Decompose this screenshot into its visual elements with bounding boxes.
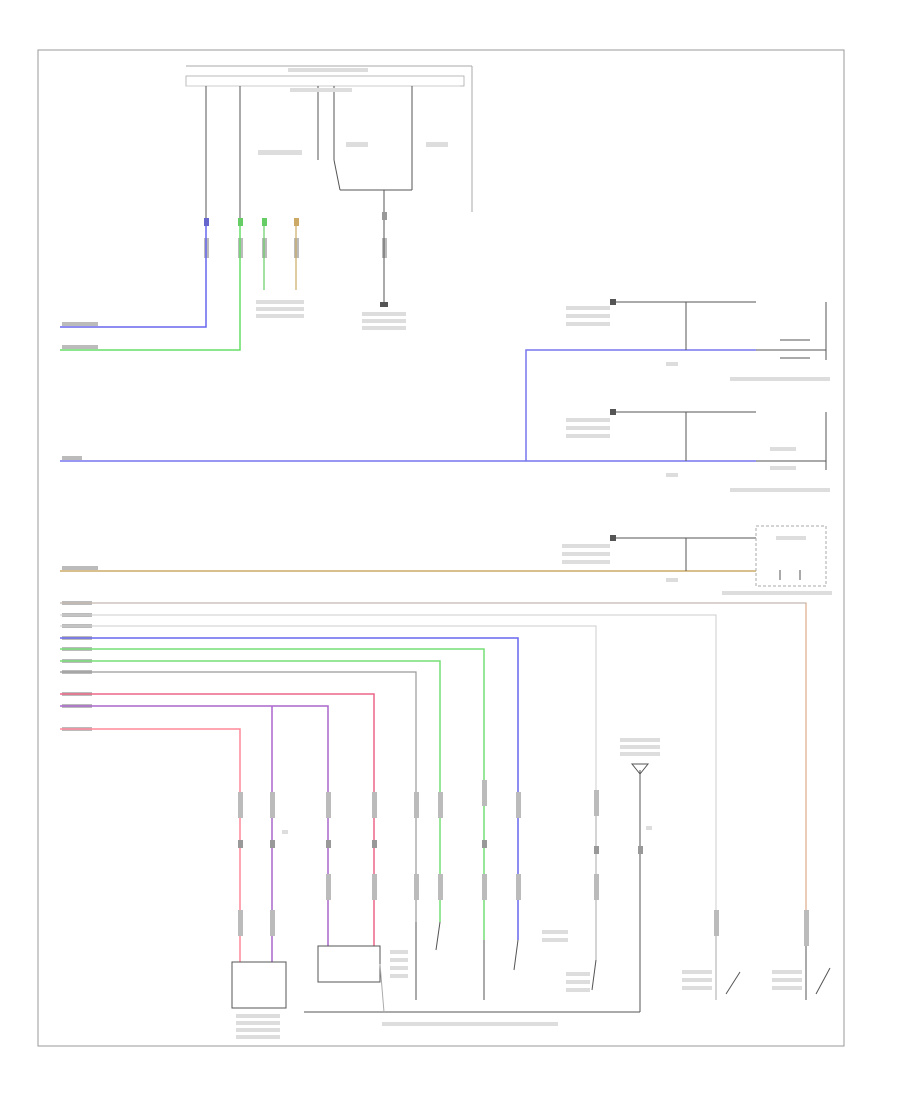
left-door-lock-actuator <box>566 409 830 492</box>
bottom-connectors <box>238 780 809 946</box>
bottom-wires <box>60 602 807 922</box>
left-pin-labels <box>62 322 98 731</box>
right-bottom-switches <box>682 936 831 1000</box>
diagram-frame <box>37 49 845 1047</box>
right-door-lock-actuator <box>566 299 830 381</box>
ground-symbol <box>620 738 660 775</box>
wire-blu <box>60 349 756 462</box>
driver-door-lock-motor <box>231 961 287 1039</box>
instrument-cluster <box>185 65 473 218</box>
liftgate-lock-actuator <box>562 525 832 595</box>
cluster-connectors <box>204 212 406 330</box>
wire-blu-wht <box>60 226 207 328</box>
wire-grn <box>60 226 241 351</box>
left-front-door-lock-assembly <box>304 921 641 1026</box>
